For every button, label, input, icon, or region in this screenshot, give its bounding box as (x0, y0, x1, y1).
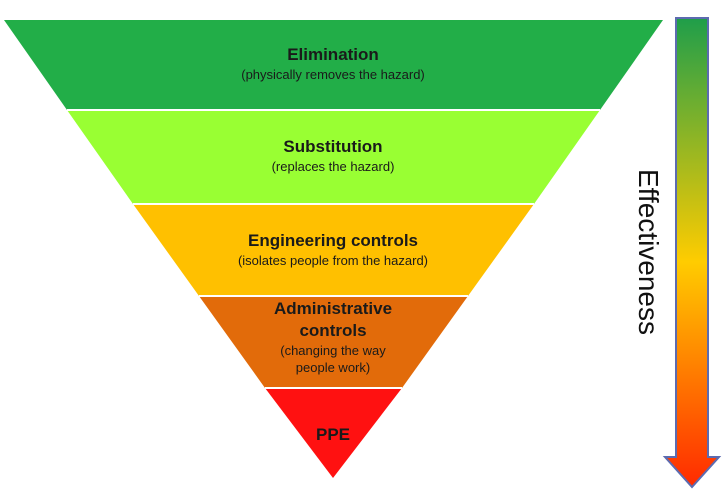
effectiveness-label: Effectiveness (633, 168, 664, 336)
elimination-title: Elimination (287, 45, 379, 64)
ppe-band (265, 388, 402, 478)
ppe-text: PPE (283, 424, 383, 446)
substitution-title: Substitution (283, 137, 383, 156)
substitution-subtitle: (replaces the hazard) (271, 159, 395, 174)
effectiveness-arrow (662, 17, 722, 489)
elimination-text: Elimination (physically removes the haza… (133, 44, 533, 83)
elimination-band (4, 20, 663, 110)
substitution-band (67, 110, 600, 204)
administrative-controls-title-line1: Administrative (273, 299, 393, 318)
engineering-controls-subtitle: (isolates people from the hazard) (237, 253, 429, 268)
administrative-controls-text: Administrative controls (changing the wa… (183, 298, 483, 376)
administrative-controls-band (199, 296, 468, 388)
engineering-controls-text: Engineering controls (isolates people fr… (133, 230, 533, 269)
administrative-controls-subtitle-line1: (changing the way (280, 343, 386, 358)
engineering-controls-band (133, 204, 534, 296)
band-dividers (67, 109, 600, 389)
elimination-subtitle: (physically removes the hazard) (241, 67, 425, 82)
administrative-controls-subtitle-line2: people work) (295, 360, 371, 375)
administrative-controls-title-line2: controls (299, 321, 367, 340)
ppe-title: PPE (315, 425, 351, 444)
substitution-text: Substitution (replaces the hazard) (133, 136, 533, 175)
engineering-controls-title: Engineering controls (247, 231, 419, 250)
